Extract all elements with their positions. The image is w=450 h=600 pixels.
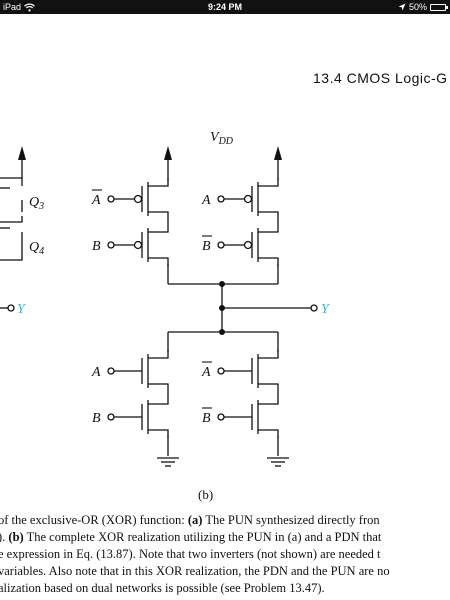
output-terminal	[310, 304, 318, 312]
pdn-right-bottom-input-terminal	[217, 413, 225, 421]
caption-run: of the exclusive-OR (XOR) function:	[0, 513, 188, 527]
pdn-left-bottom-input-label: B	[92, 411, 101, 426]
pdn-right-bottom-source-stub	[258, 429, 279, 438]
wifi-icon	[24, 3, 35, 11]
pdn-junction-dot	[219, 329, 225, 335]
transistor-group: A B A B A B A B	[91, 178, 289, 467]
pun-left-bottom-input-label: B	[92, 239, 101, 254]
q3-label: Q3	[29, 195, 44, 212]
pun-right-top-drain-stub	[258, 178, 279, 187]
status-right: 50%	[398, 0, 448, 14]
pdn-left-bottom-drain-stub	[148, 396, 169, 405]
output-junction-dot	[219, 305, 225, 311]
pdn-left-ground-icon	[157, 457, 179, 467]
pun-left-bottom-gate-bubble	[133, 240, 143, 250]
pun-right-top-gate-bubble	[243, 194, 253, 204]
caption-run: ).	[0, 530, 6, 544]
pdn-right-bottom-input-label: B	[202, 411, 211, 426]
device-label: iPad	[3, 2, 22, 12]
pun-right-bottom-gate-bubble	[243, 240, 253, 250]
battery-percent: 50%	[408, 2, 427, 12]
left-q4-source	[0, 232, 23, 261]
pun-left-top-transistor: A	[91, 178, 169, 220]
pdn-right-top-drain-stub	[258, 350, 279, 359]
panel-label: (b)	[198, 487, 213, 502]
pun-right-top-input-label: A	[201, 193, 211, 208]
status-time: 9:24 PM	[207, 2, 242, 12]
pun-left-top-source-stub	[148, 211, 169, 220]
caption-run: The complete XOR realization utilizing t…	[23, 530, 382, 544]
pdn-left-top-transistor: A	[91, 350, 169, 392]
pun-right-top-source-stub	[258, 211, 279, 220]
pun-left-bottom-input-terminal	[107, 241, 115, 249]
location-arrow-icon	[398, 3, 406, 11]
pdn-left-top-drain-stub	[148, 350, 169, 359]
figure-caption: of the exclusive-OR (XOR) function: (a) …	[0, 512, 450, 600]
caption-run: The PUN synthesized directly fron	[202, 513, 380, 527]
pdn-right-ground-icon	[267, 457, 289, 467]
left-partial-circuit	[0, 146, 26, 312]
left-q3-drain	[0, 177, 23, 186]
pdn-left-bottom-source-stub	[148, 429, 169, 438]
pdn-right-top-source-stub	[258, 383, 279, 392]
battery-icon	[430, 3, 448, 11]
pdn-left-bottom-input-terminal	[107, 413, 115, 421]
pdn-left-top-source-stub	[148, 383, 169, 392]
pun-right-top-input-terminal	[217, 195, 225, 203]
pun-right-bottom-transistor: B	[202, 224, 279, 266]
caption-line-5: alization based on dual networks is poss…	[0, 581, 325, 595]
q4-label: Q4	[29, 240, 44, 257]
pdn-right-top-input-terminal	[217, 367, 225, 375]
junction-dots	[219, 281, 225, 335]
pdn-left-top-input-label: A	[91, 365, 101, 380]
pdn-right-bottom-drain-stub	[258, 396, 279, 405]
left-q3-q4-node	[0, 216, 23, 223]
left-output-terminal	[7, 304, 15, 312]
pun-left-top-input-terminal	[107, 195, 115, 203]
pun-right-bottom-input-terminal	[217, 241, 225, 249]
pun-right-bottom-drain-stub	[258, 224, 279, 233]
caption-line-2: ). (b) The complete XOR realization util…	[0, 529, 450, 546]
pun-left-bottom-transistor: B	[92, 224, 169, 266]
pun-left-top-input-label: A	[91, 193, 101, 208]
pun-left-bottom-drain-stub	[148, 224, 169, 233]
left-output-y-label: Y	[17, 302, 27, 317]
supply-arrows	[164, 146, 282, 160]
pdn-left-bottom-transistor: B	[92, 396, 169, 438]
pun-right-top-transistor: A	[201, 178, 279, 220]
pun-right-bottom-input-label: B	[202, 239, 211, 254]
pdn-right-top-input-label: A	[201, 365, 211, 380]
caption-line-3: e expression in Eq. (13.87). Note that t…	[0, 547, 381, 561]
output-y-label: Y	[321, 302, 331, 317]
main-circuit-wiring	[167, 158, 311, 456]
pdn-right-top-transistor: A	[201, 350, 279, 392]
pun-right-bottom-source-stub	[258, 257, 279, 266]
pun-left-top-gate-bubble	[133, 194, 143, 204]
pun-left-vdd-arrow	[164, 146, 172, 160]
caption-run: (b)	[8, 530, 24, 544]
section-title: 13.4 CMOS Logic-G	[313, 70, 448, 86]
caption-line-4: variables. Also note that in this XOR re…	[0, 564, 390, 578]
pun-right-vdd-arrow	[274, 146, 282, 160]
status-bar: iPad 9:24 PM 50%	[0, 0, 450, 14]
left-vdd-arrow	[18, 146, 26, 160]
pun-left-bottom-source-stub	[148, 257, 169, 266]
pdn-right-bottom-transistor: B	[202, 396, 279, 438]
caption-line-1: of the exclusive-OR (XOR) function: (a) …	[0, 512, 450, 529]
pun-left-top-drain-stub	[148, 178, 169, 187]
pun-junction-dot	[219, 281, 225, 287]
vdd-label: VDD	[210, 130, 234, 147]
pdn-left-top-input-terminal	[107, 367, 115, 375]
caption-run: (a)	[187, 513, 203, 527]
status-left: iPad	[3, 0, 35, 14]
